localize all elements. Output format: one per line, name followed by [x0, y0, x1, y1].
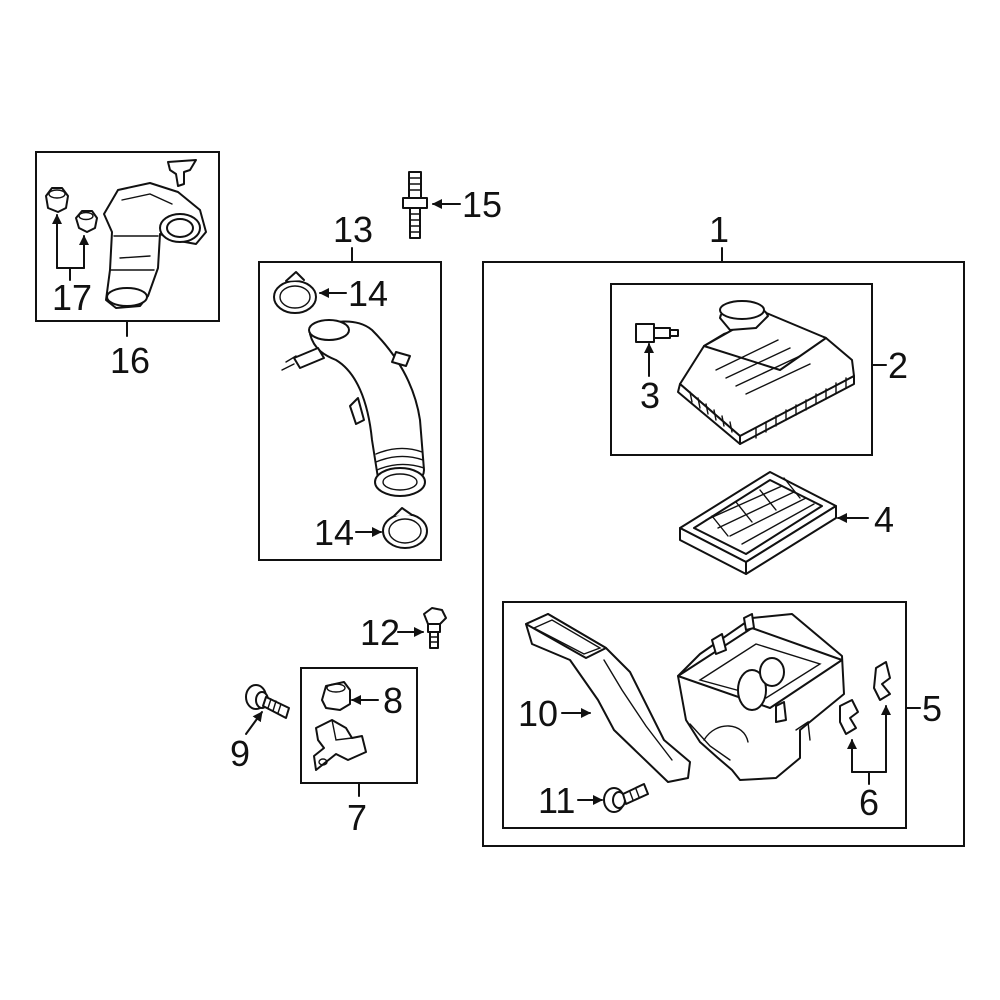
callout-16: 16 [110, 340, 150, 381]
callout-1: 1 [709, 209, 729, 250]
group-13-frame [258, 261, 442, 561]
stud-part-15 [402, 171, 428, 239]
callout-5: 5 [922, 688, 942, 729]
callout-3: 3 [640, 375, 660, 416]
bolt-part-11 [603, 783, 649, 813]
intake-tube-part [281, 319, 426, 497]
arrow-9 [245, 711, 263, 735]
callout-8: 8 [383, 680, 403, 721]
clamp-part-14-bottom [382, 507, 428, 549]
bracket-part-7 [313, 719, 367, 771]
callout-17: 17 [52, 277, 92, 318]
callout-12: 12 [360, 612, 400, 653]
air-cleaner-cover-part [677, 300, 855, 445]
sensor-part-3 [635, 323, 679, 343]
callout-2: 2 [888, 345, 908, 386]
inlet-adapter-part [103, 182, 207, 309]
callout-13: 13 [333, 209, 373, 250]
nut-part-8 [321, 681, 351, 711]
callout-9: 9 [230, 733, 250, 774]
group-1-frame [482, 261, 965, 847]
air-duct-part-10 [525, 613, 691, 783]
callout-15: 15 [462, 184, 502, 225]
callout-14-top: 14 [348, 273, 388, 314]
callout-6: 6 [859, 782, 879, 823]
callout-14-bottom: 14 [314, 512, 354, 553]
callout-7: 7 [347, 797, 367, 838]
callout-11: 11 [538, 780, 575, 821]
bolt-part-12 [423, 607, 447, 649]
clip-part-6b [873, 661, 891, 701]
clip-part-6a [839, 699, 859, 735]
clamp-part-14-top [273, 271, 317, 314]
air-filter-part-4 [679, 471, 837, 575]
group-5-frame [502, 601, 907, 829]
lower-housing-part [677, 613, 845, 781]
cap-part-17a [45, 187, 69, 213]
callout-4: 4 [874, 499, 894, 540]
callout-10: 10 [518, 693, 558, 734]
group-2-frame [610, 283, 873, 456]
bolt-part-9 [245, 684, 290, 719]
cap-part-17b [75, 210, 98, 233]
wing-nut-part [167, 159, 197, 187]
